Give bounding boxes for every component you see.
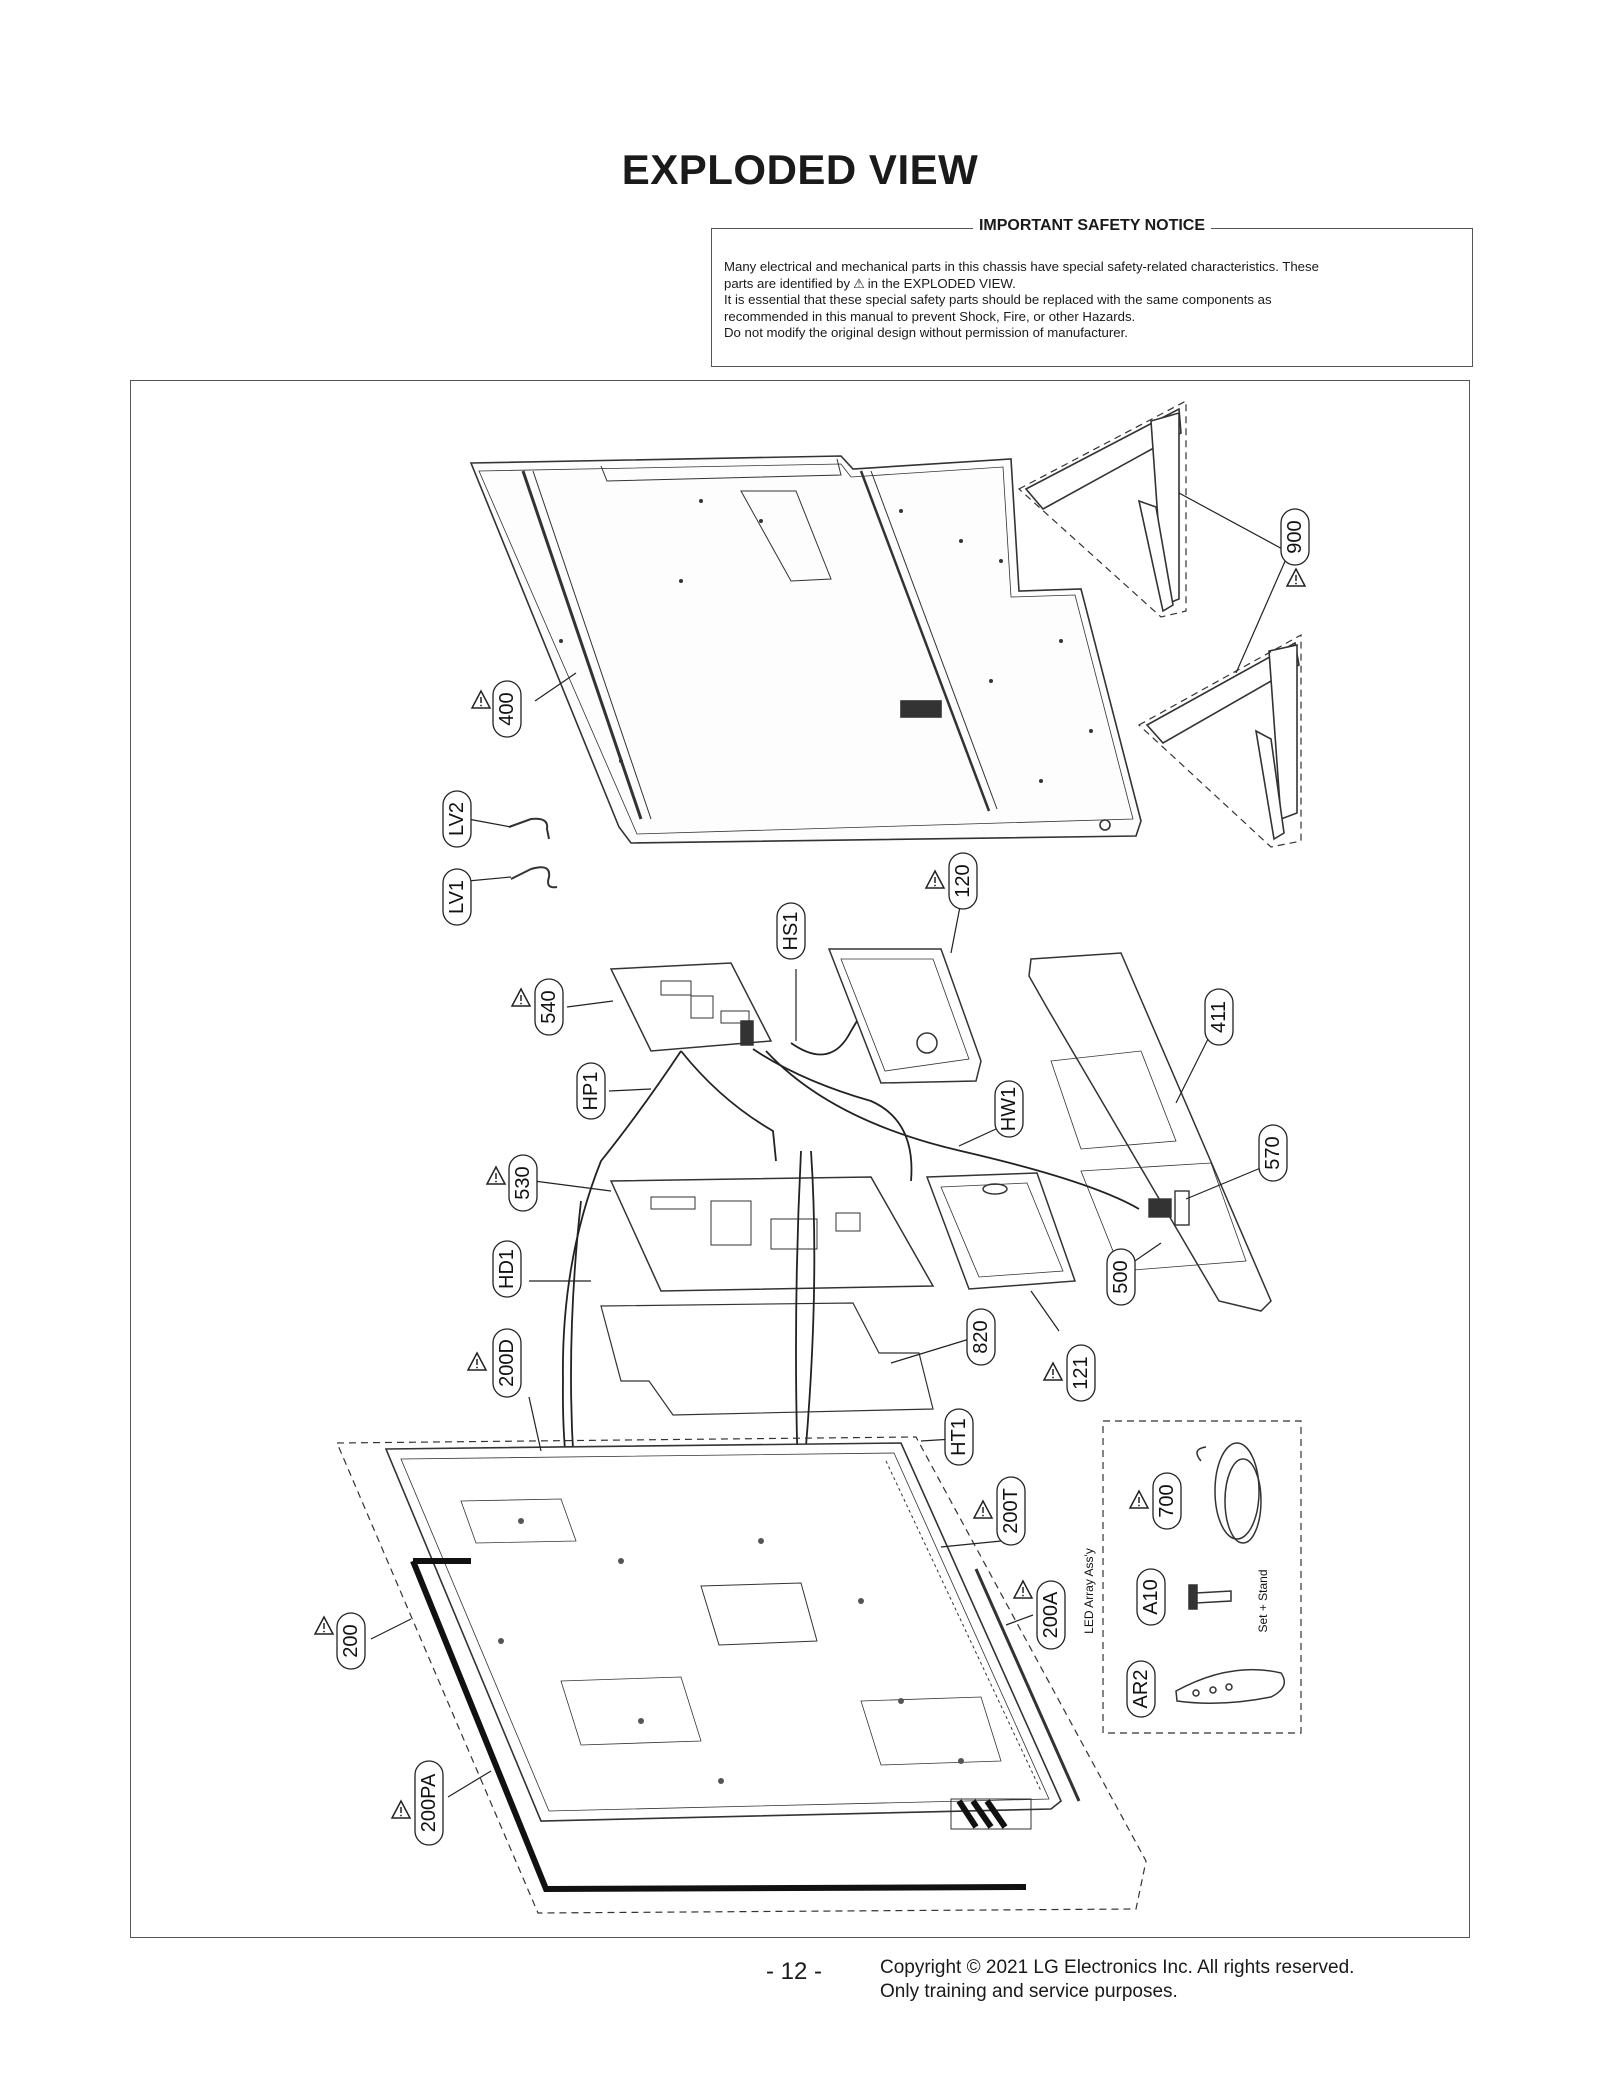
part-label-200: 200 [340, 1624, 362, 1657]
safety-warning-icon [471, 690, 491, 709]
shield-820-drawing [600, 1302, 934, 1416]
part-label-500: 500 [1110, 1260, 1132, 1293]
main-board-540-drawing [609, 962, 773, 1052]
accessory-box [1102, 1420, 1302, 1734]
safety-notice-title: IMPORTANT SAFETY NOTICE [972, 217, 1212, 234]
power-board-530-drawing [609, 1176, 935, 1292]
part-label-820: 820 [970, 1320, 992, 1353]
part-label-121: 121 [1070, 1356, 1092, 1389]
notice-line-2: parts are identified by⚠in the EXPLODED … [724, 275, 1016, 291]
bracket-120-drawing [827, 948, 982, 1084]
lvds-cable-drawing [508, 817, 558, 889]
safety-warning-icon [1286, 568, 1306, 587]
page-number: - 12 - [766, 1958, 823, 1985]
safety-warning-icon [391, 1800, 411, 1819]
safety-notice: IMPORTANT SAFETY NOTICE Many electrical … [711, 217, 1473, 367]
notice-line-4: recommended in this manual to prevent Sh… [724, 308, 1136, 324]
part-label-hw1: HW1 [998, 1087, 1020, 1131]
safety-warning-icon [1043, 1362, 1063, 1381]
part-label-a10: A10 [1140, 1579, 1162, 1615]
part-label-lv2: LV2 [446, 802, 468, 836]
part-label-hd1: HD1 [496, 1249, 518, 1289]
safety-warning-icon [486, 1166, 506, 1185]
part-label-ht1: HT1 [948, 1418, 970, 1456]
safety-notice-body: Many electrical and mechanical parts in … [724, 259, 1460, 342]
part-label-900: 900 [1284, 520, 1306, 553]
led-array-caption: LED Array Ass'y [1082, 1548, 1096, 1634]
safety-warning-icon [1013, 1580, 1033, 1599]
part-label-120: 120 [952, 864, 974, 897]
bracket-411-drawing [1028, 952, 1272, 1312]
part-label-hs1: HS1 [780, 912, 802, 951]
part-label-400: 400 [496, 692, 518, 725]
board-500-drawing [1148, 1190, 1190, 1226]
safety-warning-icon [314, 1616, 334, 1635]
notice-line-1: Many electrical and mechanical parts in … [724, 259, 1319, 274]
notice-line-5: Do not modify the original design withou… [724, 325, 1128, 340]
accessory-drawing [1175, 1442, 1286, 1704]
part-label-200pa: 200PA [418, 1773, 440, 1832]
panel-assembly-drawing [384, 1442, 1062, 1822]
safety-warning-icon [467, 1352, 487, 1371]
back-cover-drawing [469, 455, 1142, 844]
exploded-view-diagram: 900 400 LV2 LV1 120 HS1 [130, 380, 1470, 1938]
part-label-200a: 200A [1040, 1591, 1062, 1638]
bracket-121-drawing [925, 1172, 1077, 1290]
part-label-530: 530 [512, 1166, 534, 1199]
stand-drawing [1024, 407, 1300, 841]
part-label-ar2: AR2 [1130, 1670, 1152, 1709]
part-label-570: 570 [1262, 1136, 1284, 1169]
page-title: EXPLODED VIEW [621, 146, 979, 193]
copyright-notice: Copyright © 2021 LG Electronics Inc. All… [880, 1956, 1354, 2004]
warning-triangle-icon: ⚠ [853, 275, 865, 291]
purpose-line: Only training and service purposes. [880, 1981, 1178, 2002]
safety-warning-icon [925, 870, 945, 889]
part-label-200d: 200D [496, 1339, 518, 1387]
part-label-lv1: LV1 [446, 880, 468, 914]
safety-warning-icon [973, 1500, 993, 1519]
part-label-540: 540 [538, 990, 560, 1023]
exploded-view-drawing: 900 400 LV2 LV1 120 HS1 [314, 400, 1310, 1914]
part-label-200t: 200T [1000, 1488, 1022, 1534]
copyright-line: Copyright © 2021 LG Electronics Inc. All… [880, 1957, 1355, 1978]
part-label-411: 411 [1208, 1001, 1230, 1033]
notice-line-3: It is essential that these special safet… [724, 292, 1272, 307]
part-label-hp1: HP1 [580, 1072, 602, 1111]
set-stand-caption: Set + Stand [1256, 1569, 1270, 1632]
safety-warning-icon [1129, 1490, 1149, 1509]
safety-warning-icon [511, 988, 531, 1007]
part-label-700: 700 [1156, 1484, 1178, 1517]
